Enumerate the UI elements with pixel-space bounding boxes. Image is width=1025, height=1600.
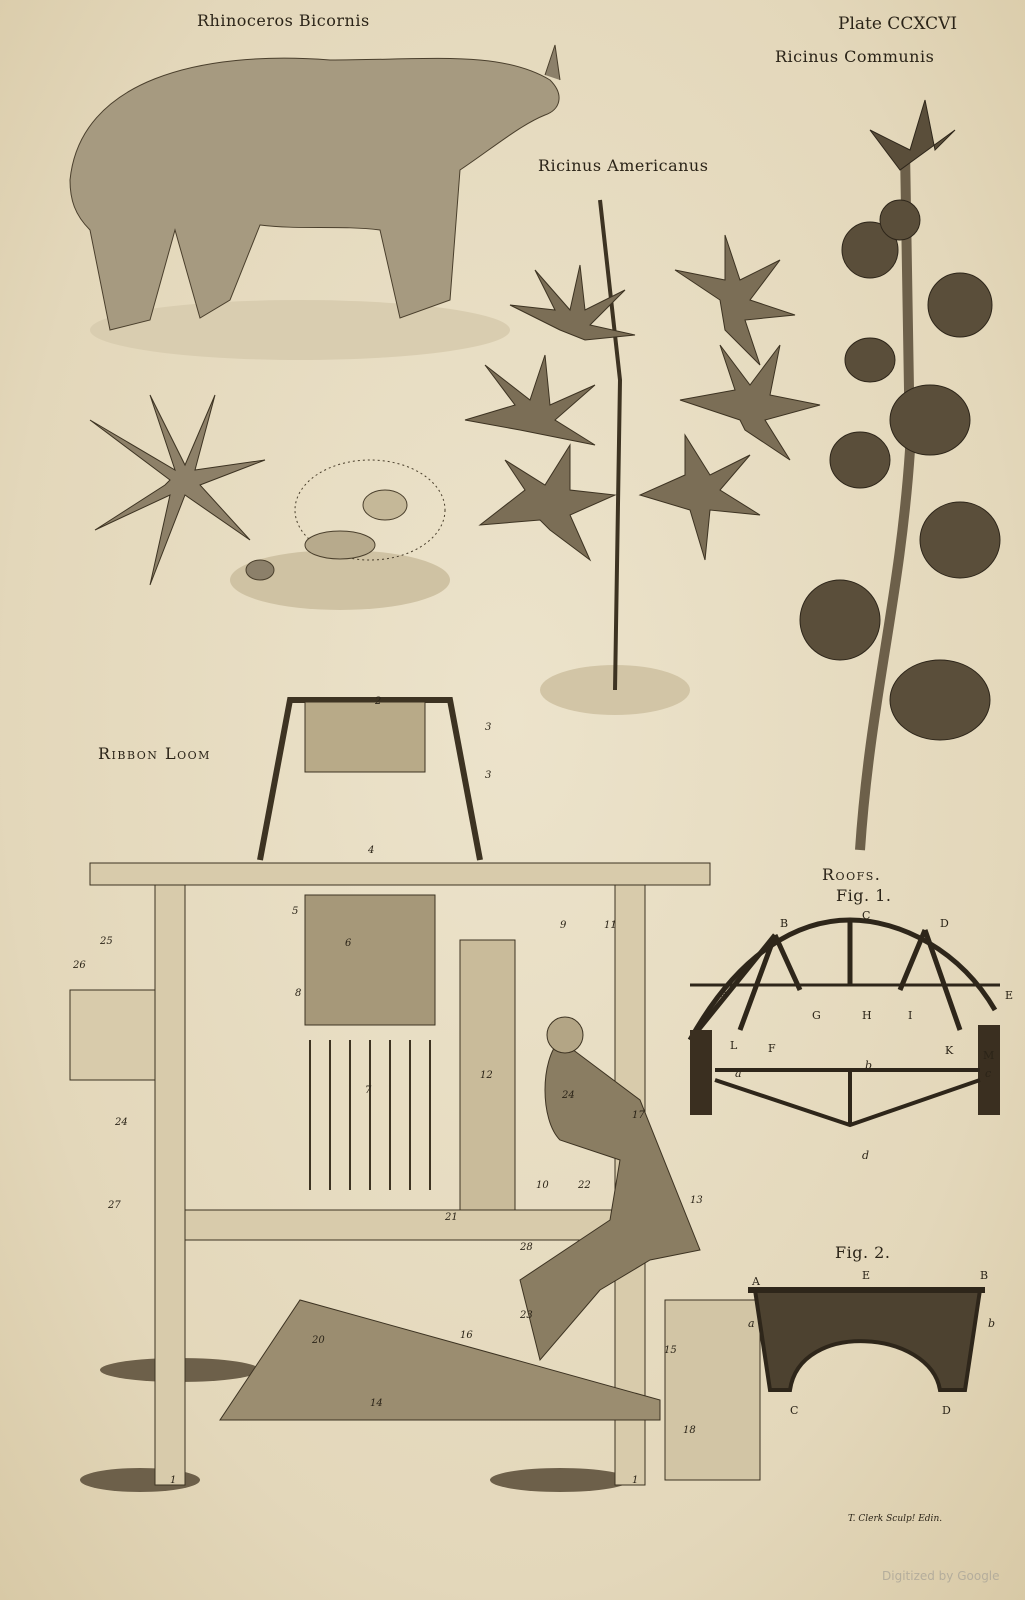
loom-number: 20 (312, 1335, 325, 1346)
loom-number: 11 (604, 920, 617, 931)
plate-number: Plate CCXCVI (838, 14, 958, 34)
label-E: E (1005, 989, 1014, 1002)
loom-number: 6 (345, 938, 352, 949)
label-M: M (983, 1049, 995, 1062)
loom-number: 21 (445, 1212, 458, 1223)
loom-number: 17 (632, 1110, 645, 1121)
loom-number: 10 (536, 1180, 549, 1191)
engraver-credit: T. Clerk Sculp! Edin. (848, 1514, 943, 1524)
label-b: b (988, 1317, 996, 1330)
loom-number: 16 (460, 1330, 473, 1341)
loom-number: 15 (664, 1345, 677, 1356)
loom-number: 9 (560, 920, 567, 931)
loom-number: 24 (115, 1117, 128, 1128)
roof-fig2-diagram (748, 1287, 985, 1392)
label-L: L (730, 1039, 738, 1052)
label-I: I (908, 1009, 913, 1022)
loom-number: 3 (485, 770, 492, 781)
loom-number: 8 (295, 988, 302, 999)
loom-caption: Ribbon Loom (98, 744, 211, 763)
leaf-rosette-illustration (89, 394, 266, 586)
label-d: d (862, 1149, 870, 1162)
loom-number: 28 (520, 1242, 533, 1253)
loom-number: 23 (520, 1310, 533, 1321)
loom-number: 24 (562, 1090, 575, 1101)
label-B: B (780, 917, 789, 930)
label-D: D (942, 1404, 951, 1417)
label-a: a (735, 1067, 742, 1080)
loom-number: 1 (632, 1475, 639, 1486)
loom-number: 1 (170, 1475, 177, 1486)
loom-number: 26 (73, 960, 86, 971)
ribbon-loom-illustration (69, 697, 761, 1492)
label-G: G (812, 1009, 821, 1022)
fig2-caption: Fig. 2. (835, 1243, 891, 1262)
loom-number: 14 (370, 1398, 383, 1409)
loom-number: 13 (690, 1195, 703, 1206)
ricinus-communis-illustration (799, 99, 1001, 851)
label-F: F (768, 1042, 776, 1055)
label-B: B (980, 1269, 989, 1282)
rhinoceros-illustration (69, 44, 561, 360)
label-K: K (945, 1044, 954, 1057)
loom-number: 25 (100, 936, 113, 947)
loom-number: 7 (365, 1085, 372, 1096)
ricinus-americanus-illustration (464, 199, 821, 715)
plate-subtitle: Ricinus Communis (775, 47, 935, 66)
loom-number: 12 (480, 1070, 493, 1081)
label-A: A (752, 1275, 760, 1288)
loom-number: 2 (375, 696, 382, 707)
loom-number: 18 (683, 1425, 696, 1436)
loom-number: 5 (292, 906, 299, 917)
rhino-caption: Rhinoceros Bicornis (197, 11, 370, 30)
label-D: D (940, 917, 949, 930)
label-E: E (862, 1269, 871, 1282)
seed-pod-illustration (230, 459, 450, 610)
loom-number: 27 (108, 1200, 121, 1211)
label-c: c (985, 1067, 992, 1080)
roof-fig1-diagram (687, 917, 1000, 1128)
fig1-caption: Fig. 1. (836, 886, 892, 905)
label-H: H (862, 1009, 872, 1022)
label-A: A (720, 987, 728, 1000)
roofs-caption: Roofs. (822, 865, 882, 884)
label-C: C (862, 909, 871, 922)
ricinus-americanus-caption: Ricinus Americanus (538, 156, 709, 175)
label-b: b (865, 1059, 873, 1072)
loom-number: 22 (578, 1180, 591, 1191)
google-watermark: Digitized by Google (882, 1569, 1000, 1583)
loom-number: 3 (485, 722, 492, 733)
label-a: a (748, 1317, 755, 1330)
loom-number: 4 (368, 845, 375, 856)
label-C: C (790, 1404, 799, 1417)
